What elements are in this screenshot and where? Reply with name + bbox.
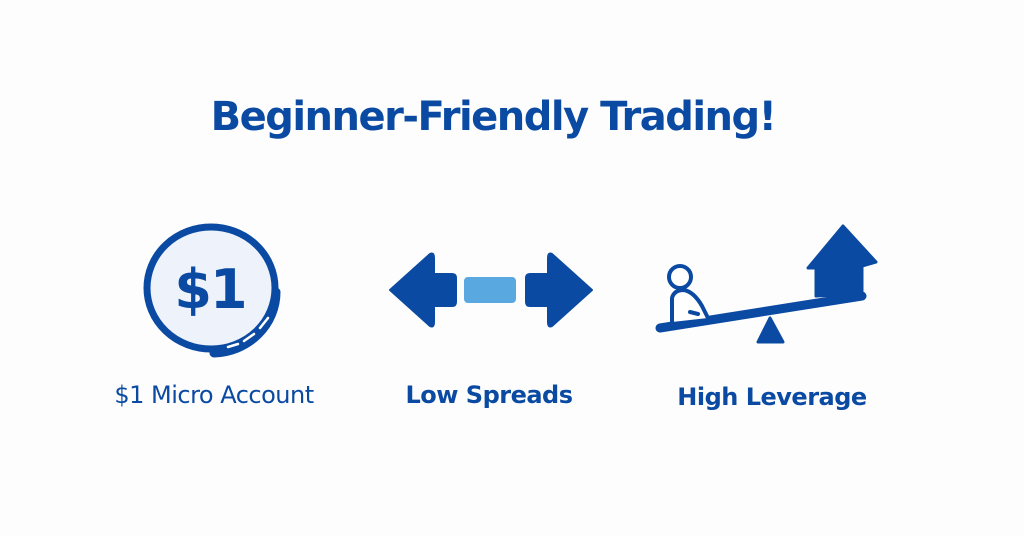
page-title: Beginner-Friendly Trading! (210, 94, 777, 140)
dollar-coin-icon: $1 (140, 222, 286, 360)
feature-label-micro-account: $1 Micro Account (114, 381, 314, 409)
coin-text: $1 (174, 258, 245, 321)
double-arrow-spread-icon (386, 250, 596, 330)
seesaw-leverage-icon (650, 222, 882, 347)
feature-label-high-leverage: High Leverage (677, 383, 867, 411)
feature-label-low-spreads: Low Spreads (405, 381, 573, 409)
